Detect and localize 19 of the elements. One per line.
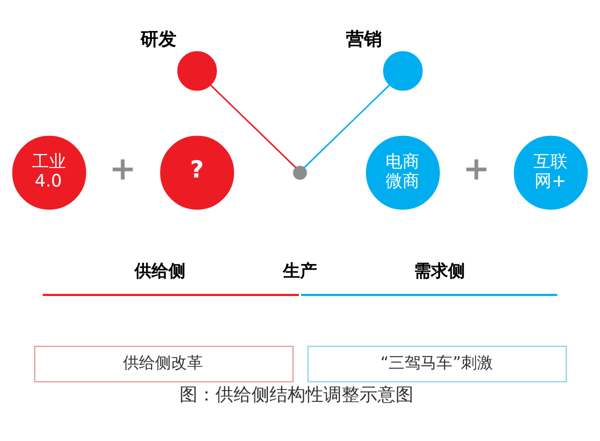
label: + (462, 149, 490, 188)
label: + (109, 149, 136, 188)
node-circle: 电商微商 (366, 135, 440, 210)
node-label: 营销 (346, 28, 382, 50)
connector (210, 84, 296, 168)
node-box: “三驾马车”刺激 (307, 345, 567, 382)
node-circle (383, 50, 423, 90)
label: 供给侧 (134, 261, 186, 282)
node-circle: ? (160, 135, 234, 210)
label: 需求侧 (414, 261, 466, 282)
node-circle (177, 50, 217, 90)
connector (304, 84, 390, 168)
node-circle (293, 165, 307, 180)
node-box: 供给侧改革 (34, 345, 294, 382)
node-label: 研发 (140, 28, 176, 50)
node-circle: 工业4.0 (12, 135, 86, 210)
caption: 图：供给侧结构性调整示意图 (179, 384, 414, 406)
label: 生产 (282, 261, 317, 282)
node-circle: 互联网+ (514, 135, 588, 210)
